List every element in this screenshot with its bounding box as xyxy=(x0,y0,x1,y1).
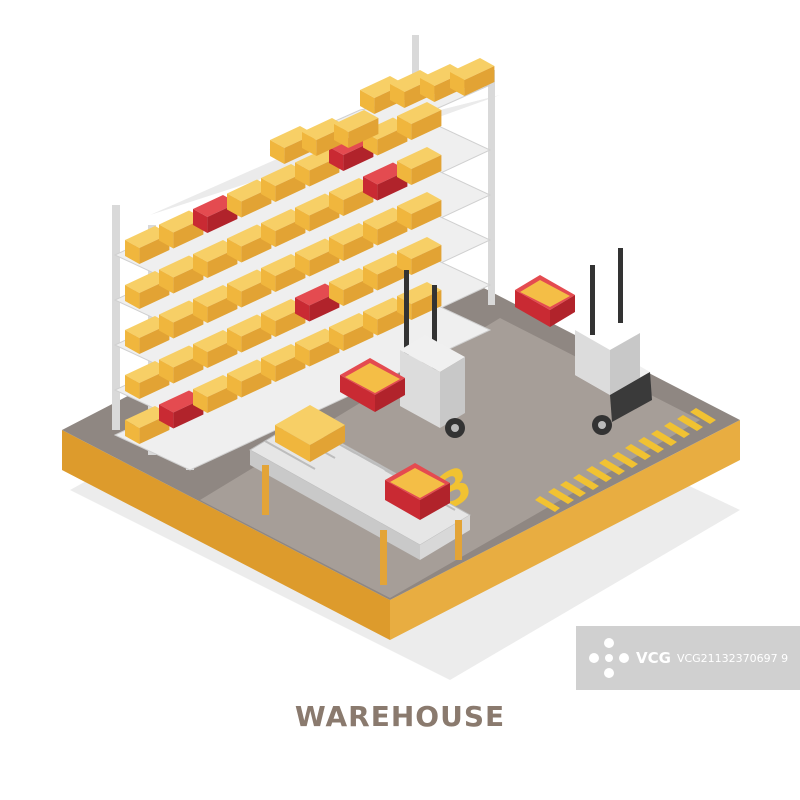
watermark-brand: VCG xyxy=(636,649,671,667)
forklift-robot-center xyxy=(340,270,465,438)
forklift-robot-right xyxy=(515,248,652,435)
hatched-zone-marking xyxy=(535,408,716,512)
watermark: VCG VCG21132370697 9 xyxy=(576,626,800,690)
watermark-logo-icon xyxy=(584,633,634,683)
cardboard-boxes xyxy=(125,58,495,444)
platform-left-side xyxy=(62,430,390,640)
floor-inner-area xyxy=(200,318,700,598)
platform-right-side xyxy=(390,420,740,640)
watermark-id: VCG21132370697 9 xyxy=(676,651,789,665)
roller-conveyor xyxy=(249,405,471,585)
page-title: WAREHOUSE xyxy=(294,700,506,733)
